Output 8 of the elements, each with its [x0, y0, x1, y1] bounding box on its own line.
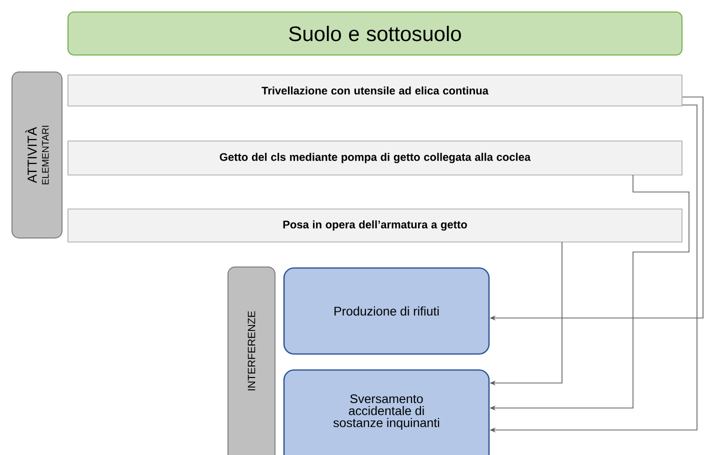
activity-box: Getto del cls mediante pompa di getto collegata alla coclea — [68, 140, 682, 176]
activity-box: Posa in opera dell’armatura a getto — [68, 208, 682, 242]
title-box: Suolo e sottosuolo — [68, 12, 682, 56]
activity-box: Trivellazione con utensile ad elica continua — [68, 74, 682, 106]
side-band: INTERFERENZE — [228, 266, 276, 455]
side-band: ATTIVITÀ ELEMENTARI — [12, 72, 62, 238]
interference-box: Sversamento accidentale di sostanze inquinanti — [283, 369, 490, 455]
interference-box: Produzione di rifiuti — [283, 267, 490, 355]
